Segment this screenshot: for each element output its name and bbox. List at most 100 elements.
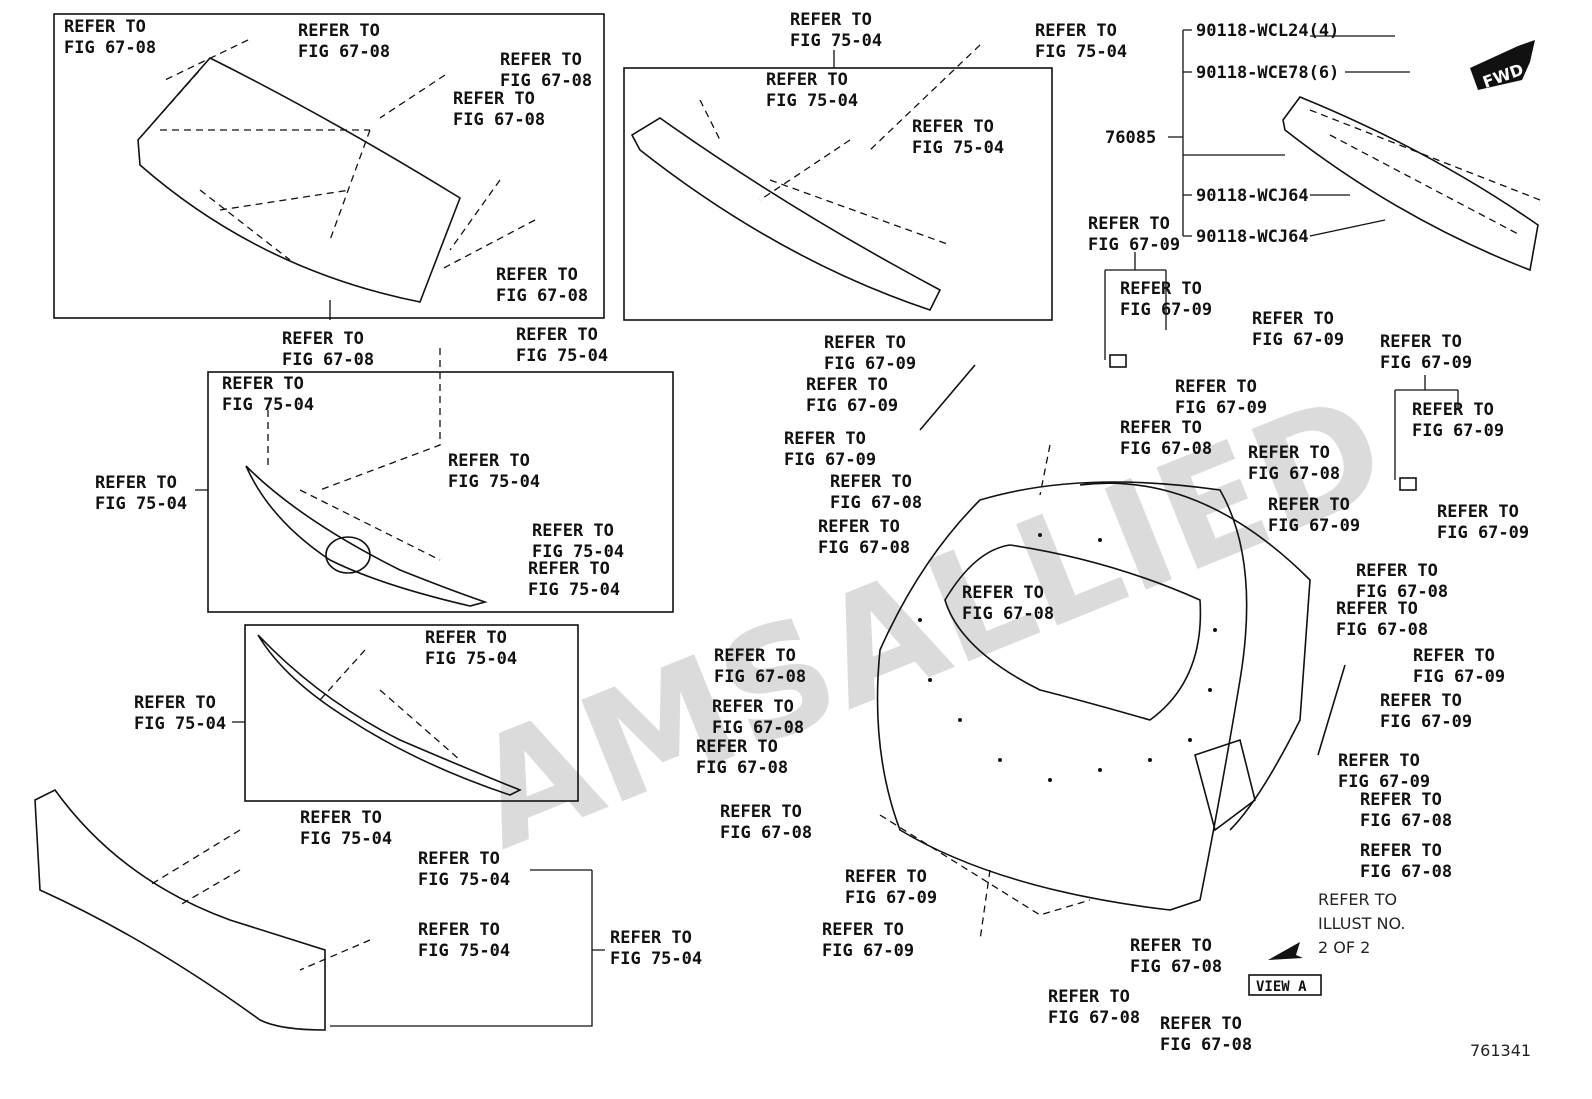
callout-refer-31: REFER TO (1248, 443, 1330, 463)
callout-refer-2: REFER TO (500, 50, 582, 70)
callout-fig-41: FIG 67-09 (1380, 712, 1472, 732)
callout-fig-52: FIG 67-08 (1130, 957, 1222, 977)
callout-fig-5: FIG 67-08 (282, 350, 374, 370)
callout-refer-35: REFER TO (830, 472, 912, 492)
callout-fig-0: FIG 67-08 (64, 38, 156, 58)
callout-refer-53: REFER TO (1160, 1014, 1242, 1034)
callout-refer-33: REFER TO (806, 375, 888, 395)
callout-refer-27: REFER TO (1412, 400, 1494, 420)
callout-refer-29: REFER TO (1437, 502, 1519, 522)
callout-fig-16: FIG 75-04 (418, 941, 510, 961)
callout-fig-20: FIG 75-04 (766, 91, 858, 111)
callout-fig-40: FIG 67-09 (1413, 667, 1505, 687)
callout-fig-34: FIG 67-09 (784, 450, 876, 470)
callout-fig-11: FIG 75-04 (528, 580, 620, 600)
callout-refer-9: REFER TO (448, 451, 530, 471)
callout-fig-18: FIG 75-04 (790, 31, 882, 51)
callout-fig-23: FIG 67-09 (1120, 300, 1212, 320)
spoiler-part (630, 117, 942, 311)
illust-note-line1: REFER TO (1318, 890, 1397, 909)
bumper-cover-part (34, 788, 326, 1031)
callout-fig-12: FIG 75-04 (425, 649, 517, 669)
callout-fig-13: FIG 75-04 (134, 714, 226, 734)
callout-refer-20: REFER TO (766, 70, 848, 90)
callout-fig-46: FIG 67-08 (712, 718, 804, 738)
callout-fig-37: FIG 67-08 (962, 604, 1054, 624)
callout-refer-24: REFER TO (1252, 309, 1334, 329)
callout-fig-27: FIG 67-09 (1412, 421, 1504, 441)
callout-refer-46: REFER TO (712, 697, 794, 717)
callout-refer-52: REFER TO (1130, 936, 1212, 956)
callout-fig-35: FIG 67-08 (830, 493, 922, 513)
watermark: AMSALLIED (450, 361, 1408, 883)
lower-garnish-box (244, 624, 579, 802)
callout-fig-4: FIG 67-08 (496, 286, 588, 306)
callout-refer-0: REFER TO (64, 17, 146, 37)
callout-refer-7: REFER TO (222, 374, 304, 394)
callout-refer-26: REFER TO (1380, 332, 1462, 352)
callout-refer-41: REFER TO (1380, 691, 1462, 711)
callout-fig-14: FIG 75-04 (300, 829, 392, 849)
callout-fig-2: FIG 67-08 (500, 71, 592, 91)
callout-fig-25: FIG 67-09 (1175, 398, 1267, 418)
callout-fig-42: FIG 67-09 (1338, 772, 1430, 792)
callout-refer-43: REFER TO (1360, 790, 1442, 810)
callout-refer-13: REFER TO (134, 693, 216, 713)
back-door-stay (919, 364, 1346, 756)
callout-refer-10: REFER TO (532, 521, 614, 541)
callout-refer-23: REFER TO (1120, 279, 1202, 299)
callout-refer-39: REFER TO (1336, 599, 1418, 619)
callout-fig-28: FIG 67-09 (1268, 516, 1360, 536)
callout-refer-44: REFER TO (1360, 841, 1442, 861)
illust-note-line2: ILLUST NO. (1318, 914, 1405, 933)
illust-note-line3: 2 OF 2 (1318, 938, 1370, 957)
callout-fig-36: FIG 67-08 (818, 538, 910, 558)
view-a-arrow (1268, 942, 1303, 960)
part-number-p2: 90118-WCE78(6) (1196, 63, 1339, 83)
callout-fig-24: FIG 67-09 (1252, 330, 1344, 350)
callout-fig-39: FIG 67-08 (1336, 620, 1428, 640)
callout-fig-3: FIG 67-08 (453, 110, 545, 130)
callout-refer-47: REFER TO (696, 737, 778, 757)
callout-refer-36: REFER TO (818, 517, 900, 537)
callout-refer-21: REFER TO (912, 117, 994, 137)
callout-refer-4: REFER TO (496, 265, 578, 285)
rear-glass-part (137, 57, 461, 303)
assembly-76085-part (1282, 96, 1539, 272)
callout-refer-14: REFER TO (300, 808, 382, 828)
callout-refer-30: REFER TO (1120, 418, 1202, 438)
callout-refer-38: REFER TO (1356, 561, 1438, 581)
callout-fig-29: FIG 67-09 (1437, 523, 1529, 543)
view-a-box (1248, 974, 1322, 996)
callout-refer-15: REFER TO (418, 849, 500, 869)
callout-refer-17: REFER TO (610, 928, 692, 948)
callout-fig-49: FIG 67-09 (845, 888, 937, 908)
callout-refer-45: REFER TO (714, 646, 796, 666)
callout-fig-8: FIG 75-04 (95, 494, 187, 514)
callout-refer-34: REFER TO (784, 429, 866, 449)
callout-fig-21: FIG 75-04 (912, 138, 1004, 158)
garnish-part (245, 465, 488, 607)
callout-fig-22: FIG 67-09 (1088, 235, 1180, 255)
callout-fig-43: FIG 67-08 (1360, 811, 1452, 831)
part-number-76085: 76085 (1105, 128, 1156, 148)
callout-fig-26: FIG 67-09 (1380, 353, 1472, 373)
rear-glass-box (53, 13, 605, 319)
callout-fig-51: FIG 67-08 (1048, 1008, 1140, 1028)
callout-refer-51: REFER TO (1048, 987, 1130, 1007)
view-a-label: VIEW A (1256, 979, 1307, 995)
callout-refer-6: REFER TO (516, 325, 598, 345)
callout-refer-16: REFER TO (418, 920, 500, 940)
lower-garnish-part (257, 634, 522, 796)
callout-refer-40: REFER TO (1413, 646, 1495, 666)
callout-fig-53: FIG 67-08 (1160, 1035, 1252, 1055)
callout-fig-15: FIG 75-04 (418, 870, 510, 890)
callout-refer-37: REFER TO (962, 583, 1044, 603)
callout-refer-12: REFER TO (425, 628, 507, 648)
callout-fig-31: FIG 67-08 (1248, 464, 1340, 484)
part-number-p3: 90118-WCJ64 (1196, 186, 1309, 206)
callout-refer-42: REFER TO (1338, 751, 1420, 771)
callout-refer-1: REFER TO (298, 21, 380, 41)
hinge-left (1109, 354, 1127, 368)
